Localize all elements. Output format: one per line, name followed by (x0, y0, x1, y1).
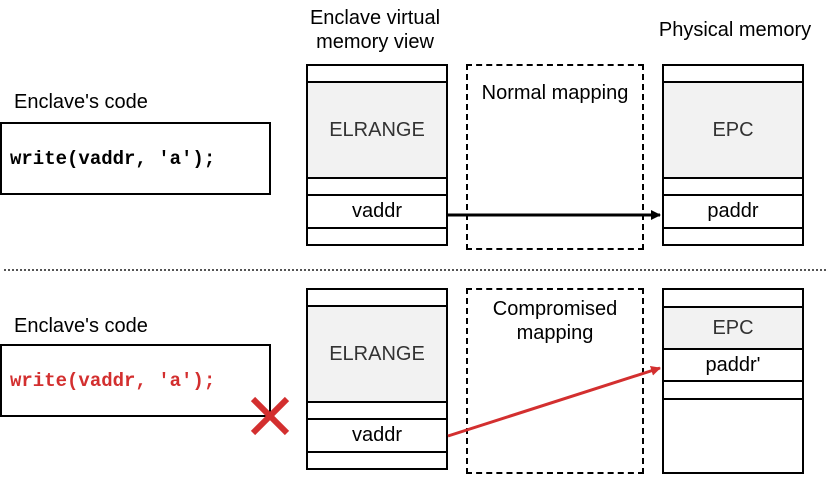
bottom-code-text: write(vaddr, 'a'); (10, 369, 216, 392)
bottom-virtual-cell-lower (306, 451, 448, 470)
bottom-vaddr: vaddr (306, 418, 448, 453)
bottom-code-box: write(vaddr, 'a'); (0, 344, 271, 417)
top-physical-cell-lower (662, 227, 804, 246)
virtual-memory-header-line1: Enclave virtual (309, 7, 441, 29)
bottom-elrange: ELRANGE (306, 305, 448, 403)
bottom-code-label: Enclave's code (14, 315, 148, 337)
physical-memory-header: Physical memory (658, 19, 812, 41)
compromised-mapping-label-line2: mapping (516, 322, 594, 344)
top-physical-stack: EPC paddr (662, 64, 804, 246)
scenario-separator (4, 269, 826, 271)
virtual-memory-header-line2: memory view (316, 31, 434, 53)
top-code-text: write(vaddr, 'a'); (10, 147, 216, 170)
top-vaddr: vaddr (306, 194, 448, 229)
top-virtual-cell-lower (306, 227, 448, 246)
compromised-mapping-label-line1: Compromised (492, 298, 618, 320)
virtual-memory-header: Enclave virtual memory view (286, 6, 464, 54)
top-virtual-stack: ELRANGE vaddr (306, 64, 448, 246)
top-code-label: Enclave's code (14, 91, 148, 113)
top-code-box: write(vaddr, 'a'); (0, 122, 271, 195)
compromised-mapping-box (466, 288, 644, 474)
compromised-mapping-label: Compromised mapping (466, 297, 644, 345)
compromised-mapping-arrow (447, 365, 661, 438)
top-epc: EPC (662, 81, 804, 179)
normal-mapping-box (466, 64, 644, 250)
bottom-physical-cell-large (662, 398, 804, 474)
bottom-physical-stack: EPC paddr' (662, 288, 804, 474)
bottom-virtual-stack: ELRANGE vaddr (306, 288, 448, 470)
cross-icon (250, 396, 290, 436)
normal-mapping-label: Normal mapping (481, 82, 629, 104)
